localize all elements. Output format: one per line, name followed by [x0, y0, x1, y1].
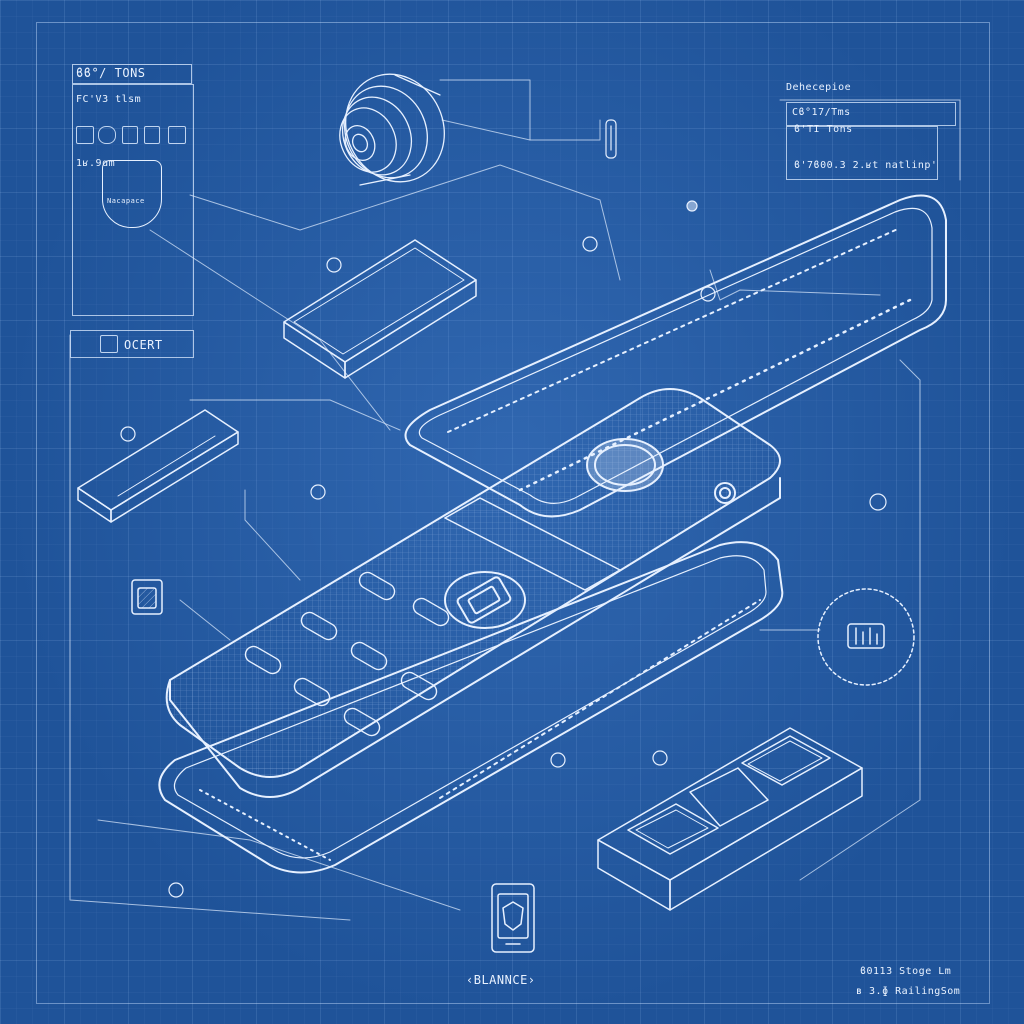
camera-module — [283, 239, 477, 379]
battery-chart-icon — [817, 588, 915, 686]
right-panel-box-1 — [786, 102, 956, 126]
marker-dots — [120, 200, 887, 898]
left-panel-header-box — [72, 64, 192, 84]
keypad-board — [165, 388, 781, 798]
blueprint-outer-frame — [36, 22, 990, 1004]
right-panel-box-2 — [786, 126, 938, 180]
footer-line-2: ʙ 3.ɸ RailingSom — [856, 986, 961, 997]
pin-component — [605, 119, 617, 159]
leader-lines — [69, 79, 961, 921]
ram-module — [77, 409, 239, 523]
right-panel-line-1: Cϐ°17/Tms — [792, 107, 851, 118]
phone-icon — [491, 883, 535, 953]
coil-component — [339, 73, 445, 186]
right-panel-line-2: ϐ'TI Tons — [794, 124, 853, 135]
right-panel-title: Dehecepioe — [786, 82, 852, 93]
sim-card — [597, 727, 863, 911]
footer-title: ‹BLANNCE› — [466, 973, 536, 987]
left-panel-line-1: FC'V3 tlsm — [76, 94, 142, 105]
mid-label: OCERT — [124, 338, 163, 352]
battery-icon — [76, 126, 94, 144]
left-info-panel — [72, 84, 194, 316]
battery-icon — [131, 579, 163, 615]
shield-badge-icon: Nacapace — [102, 160, 162, 228]
phone-frame-front — [158, 541, 784, 874]
footer-line-1: ϐ0113 Stoge Lm — [860, 966, 952, 977]
chart-icon — [168, 126, 186, 144]
settings-icon — [98, 126, 116, 144]
left-panel-icon-row — [76, 126, 186, 144]
left-panel-line-2: 1ʁ.9ɑm — [76, 158, 116, 169]
mid-label-box — [70, 330, 194, 358]
shield-badge-text: Nacapace — [107, 197, 145, 205]
left-panel-header: ϐϐ°/ TONS — [76, 66, 146, 80]
mid-label-icon — [100, 335, 118, 353]
signal-icon — [122, 126, 138, 144]
right-panel-line-3: ϐ'7ϐ00.3 2.ʁt natlinp' — [794, 160, 938, 171]
pen-icon — [144, 126, 160, 144]
